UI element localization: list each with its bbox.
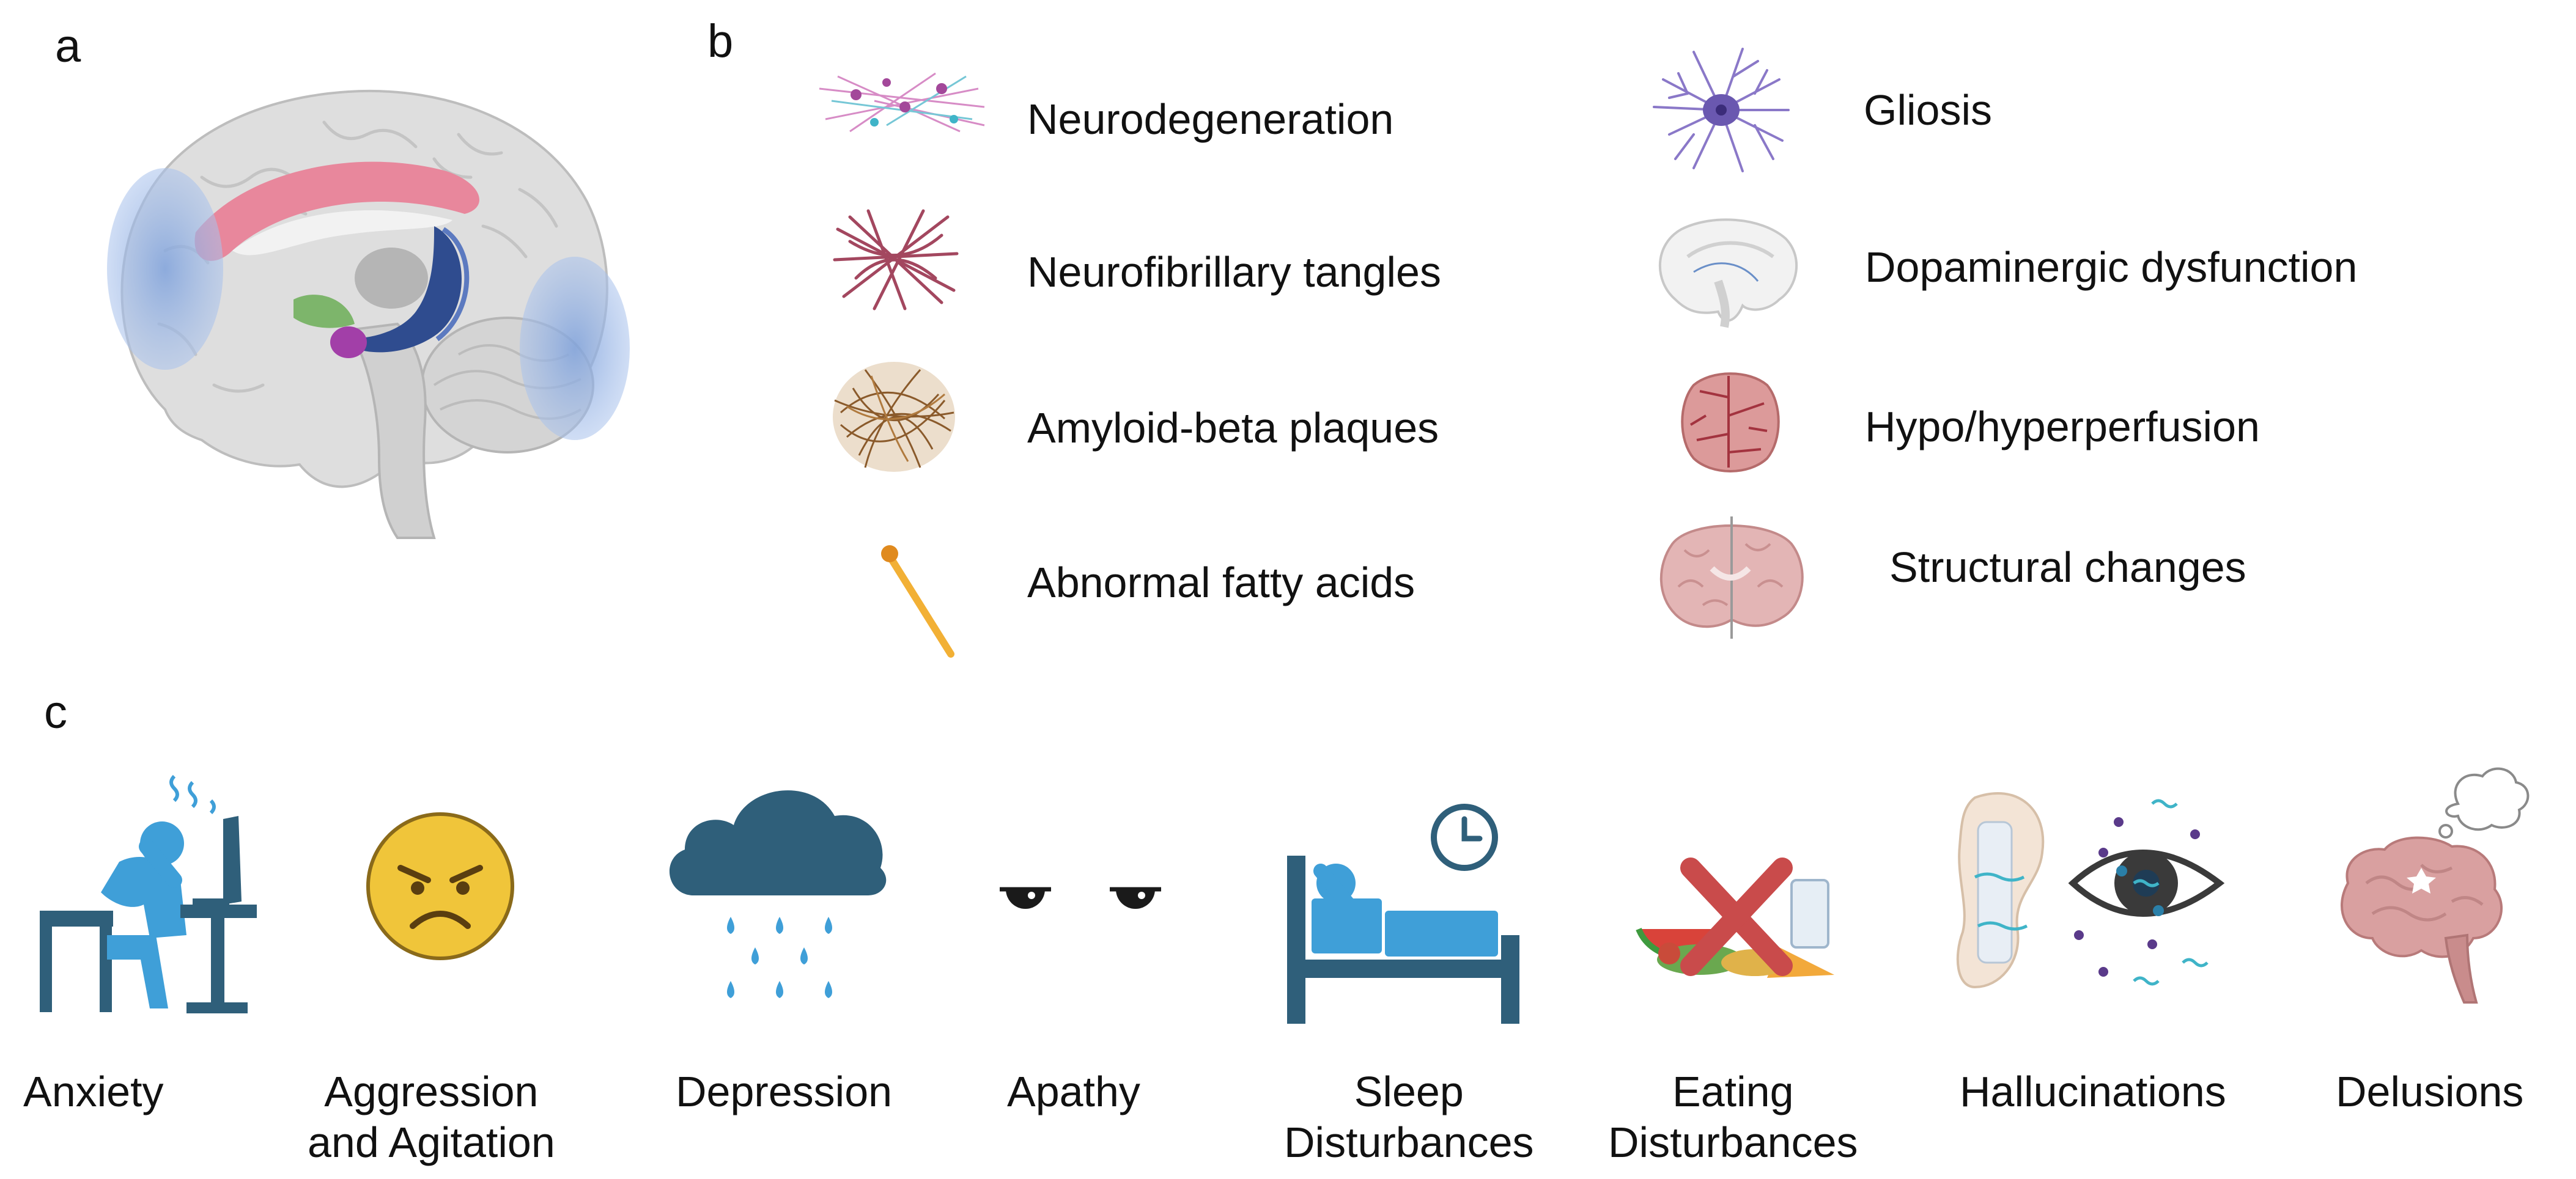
tangle-icon (833, 209, 959, 310)
brain-pathway-icon (1658, 218, 1798, 328)
panel-letter-b: b (707, 15, 734, 67)
hippocampus-shape (336, 226, 462, 353)
corpus-callosum-shape (194, 161, 479, 261)
label-neurodegeneration: Neurodegeneration (1027, 95, 1394, 143)
label-anxiety-line1: Anxiety (23, 1068, 164, 1115)
label-abnormal-fatty-acids: Abnormal fatty acids (1027, 559, 1415, 606)
label-apathy: Apathy (1007, 1067, 1140, 1117)
label-eating-line1: Eating (1672, 1068, 1794, 1115)
brain-thought-icon (2341, 767, 2530, 1004)
occipital-highlight (520, 257, 630, 440)
label-amyloid-beta-plaques: Amyloid-beta plaques (1027, 404, 1439, 452)
label-eating: Eating Disturbances (1608, 1067, 1858, 1167)
prefrontal-highlight (107, 168, 223, 370)
angry-face-icon (366, 812, 514, 960)
label-depression-line1: Depression (676, 1068, 893, 1115)
bed-clock-icon (1287, 804, 1519, 1024)
panel-letter-a: a (55, 20, 81, 72)
fatty-acid-icon (881, 545, 954, 658)
half-closed-eyes-icon (1000, 887, 1161, 909)
label-sleep: Sleep Disturbances (1284, 1067, 1534, 1167)
plaque-icon (833, 362, 955, 472)
sagittal-brain-illustration (107, 90, 630, 539)
brain-section-icon (1659, 516, 1804, 639)
vascular-brain-icon (1681, 372, 1780, 472)
label-hallucinations: Hallucinations (1960, 1067, 2226, 1117)
anxious-person-icon (40, 774, 257, 1013)
label-aggression: Aggression and Agitation (308, 1067, 555, 1167)
label-aggression-line2: and Agitation (308, 1118, 555, 1166)
label-hypo-hyperperfusion: Hypo/hyperperfusion (1865, 403, 2260, 450)
panel-letter-c: c (44, 686, 67, 738)
label-gliosis: Gliosis (1864, 86, 1993, 134)
label-hallucinations-line1: Hallucinations (1960, 1068, 2226, 1115)
label-anxiety: Anxiety (23, 1067, 164, 1117)
label-dopaminergic-dysfunction: Dopaminergic dysfunction (1865, 243, 2358, 291)
hypothalamus-shape (293, 295, 355, 328)
label-apathy-line1: Apathy (1007, 1068, 1140, 1115)
thalamus-shape (355, 248, 428, 309)
label-neurofibrillary-tangles: Neurofibrillary tangles (1027, 248, 1441, 296)
label-eating-line2: Disturbances (1608, 1118, 1858, 1166)
label-aggression-line1: Aggression (324, 1068, 539, 1115)
amygdala-shape (330, 326, 367, 358)
label-sleep-line2: Disturbances (1284, 1118, 1534, 1166)
label-structural-changes: Structural changes (1889, 543, 2246, 591)
label-depression: Depression (676, 1067, 892, 1117)
food-cross-icon (1636, 858, 1834, 978)
label-delusions: Delusions (2336, 1067, 2523, 1117)
ear-eye-icon (1956, 792, 2225, 989)
label-sleep-line1: Sleep (1354, 1068, 1464, 1115)
neuron-network-icon (819, 72, 985, 133)
astrocyte-icon (1653, 48, 1790, 172)
label-delusions-line1: Delusions (2336, 1068, 2524, 1115)
brainstem-shape (346, 322, 436, 539)
rain-cloud-icon (669, 790, 887, 998)
